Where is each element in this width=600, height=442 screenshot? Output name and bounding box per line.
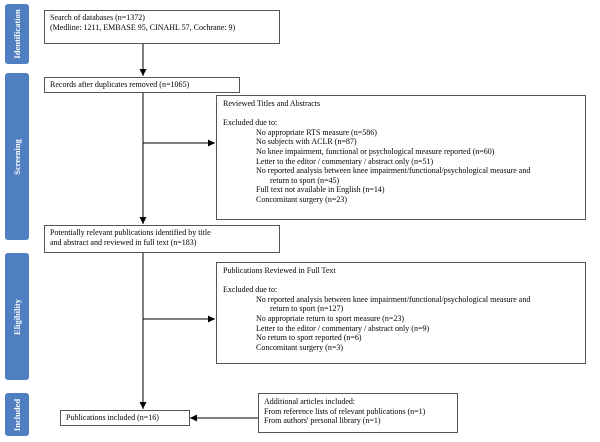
full-reason: No return to sport reported (n=6): [256, 333, 362, 343]
additional-personal-library: From authors' personal library (n=1): [264, 416, 381, 426]
full-excluded-title: Publications Reviewed in Full Text: [223, 266, 336, 275]
phase-screening: Screening: [5, 73, 29, 240]
screen-excluded-box: Reviewed Titles and Abstracts Excluded d…: [216, 95, 586, 220]
included-count: Publications included (n=16): [66, 413, 159, 422]
additional-title: Additional articles included:: [264, 397, 356, 406]
fulltext-line2: and abstract and reviewed in full text (…: [50, 237, 197, 247]
screen-reason: No subjects with ACLR (n=87): [256, 137, 357, 147]
full-reason: No reported analysis between knee impair…: [256, 294, 531, 304]
phase-screening-label: Screening: [12, 138, 22, 175]
full-reason: Concomitant surgery (n=3): [256, 342, 344, 352]
screen-reason: Concomitant surgery (n=23): [256, 194, 348, 204]
screen-excluded-label: Excluded due to:: [223, 118, 278, 128]
search-breakdown: (Medline: 1211, EMBASE 95, CINAHL 57, Co…: [50, 22, 236, 32]
search-count: Search of databases (n=1372): [50, 13, 145, 22]
fulltext-box: Potentially relevant publications identi…: [44, 225, 280, 253]
full-reason: No appropriate return to sport measure (…: [256, 313, 405, 323]
phase-eligibility: Eligibility: [5, 253, 29, 380]
screen-excluded-title: Reviewed Titles and Abstracts: [223, 99, 321, 108]
duplicates-count: Records after duplicates removed (n=1065…: [50, 80, 190, 89]
full-excluded-label: Excluded due to:: [223, 285, 278, 295]
screen-reason: No appropriate RTS measure (n=586): [256, 127, 377, 137]
full-reason: Letter to the editor / commentary / abst…: [256, 323, 430, 333]
phase-eligibility-label: Eligibility: [12, 298, 22, 335]
full-reason: return to sport (n=127): [270, 304, 344, 314]
included-box: Publications included (n=16): [60, 410, 190, 426]
screen-reason: No knee impairment, functional or psycho…: [256, 146, 495, 156]
screen-reason: Full text not available in English (n=14…: [256, 185, 385, 195]
phase-identification-label: Identification: [12, 9, 22, 59]
full-excluded-box: Publications Reviewed in Full Text Exclu…: [216, 262, 586, 364]
additional-box: Additional articles included: From refer…: [258, 393, 458, 433]
screen-reason: Letter to the editor / commentary / abst…: [256, 156, 434, 166]
phase-identification: Identification: [5, 4, 29, 64]
phase-included-label: Included: [12, 398, 22, 431]
phase-included: Included: [5, 393, 29, 436]
additional-reference-lists: From reference lists of relevant publica…: [264, 406, 426, 416]
search-box: Search of databases (n=1372) (Medline: 1…: [44, 10, 280, 44]
duplicates-box: Records after duplicates removed (n=1065…: [44, 77, 240, 93]
fulltext-line1: Potentially relevant publications identi…: [50, 228, 211, 237]
screen-reason: No reported analysis between knee impair…: [256, 166, 531, 176]
screen-reason: return to sport (n=45): [270, 175, 340, 185]
